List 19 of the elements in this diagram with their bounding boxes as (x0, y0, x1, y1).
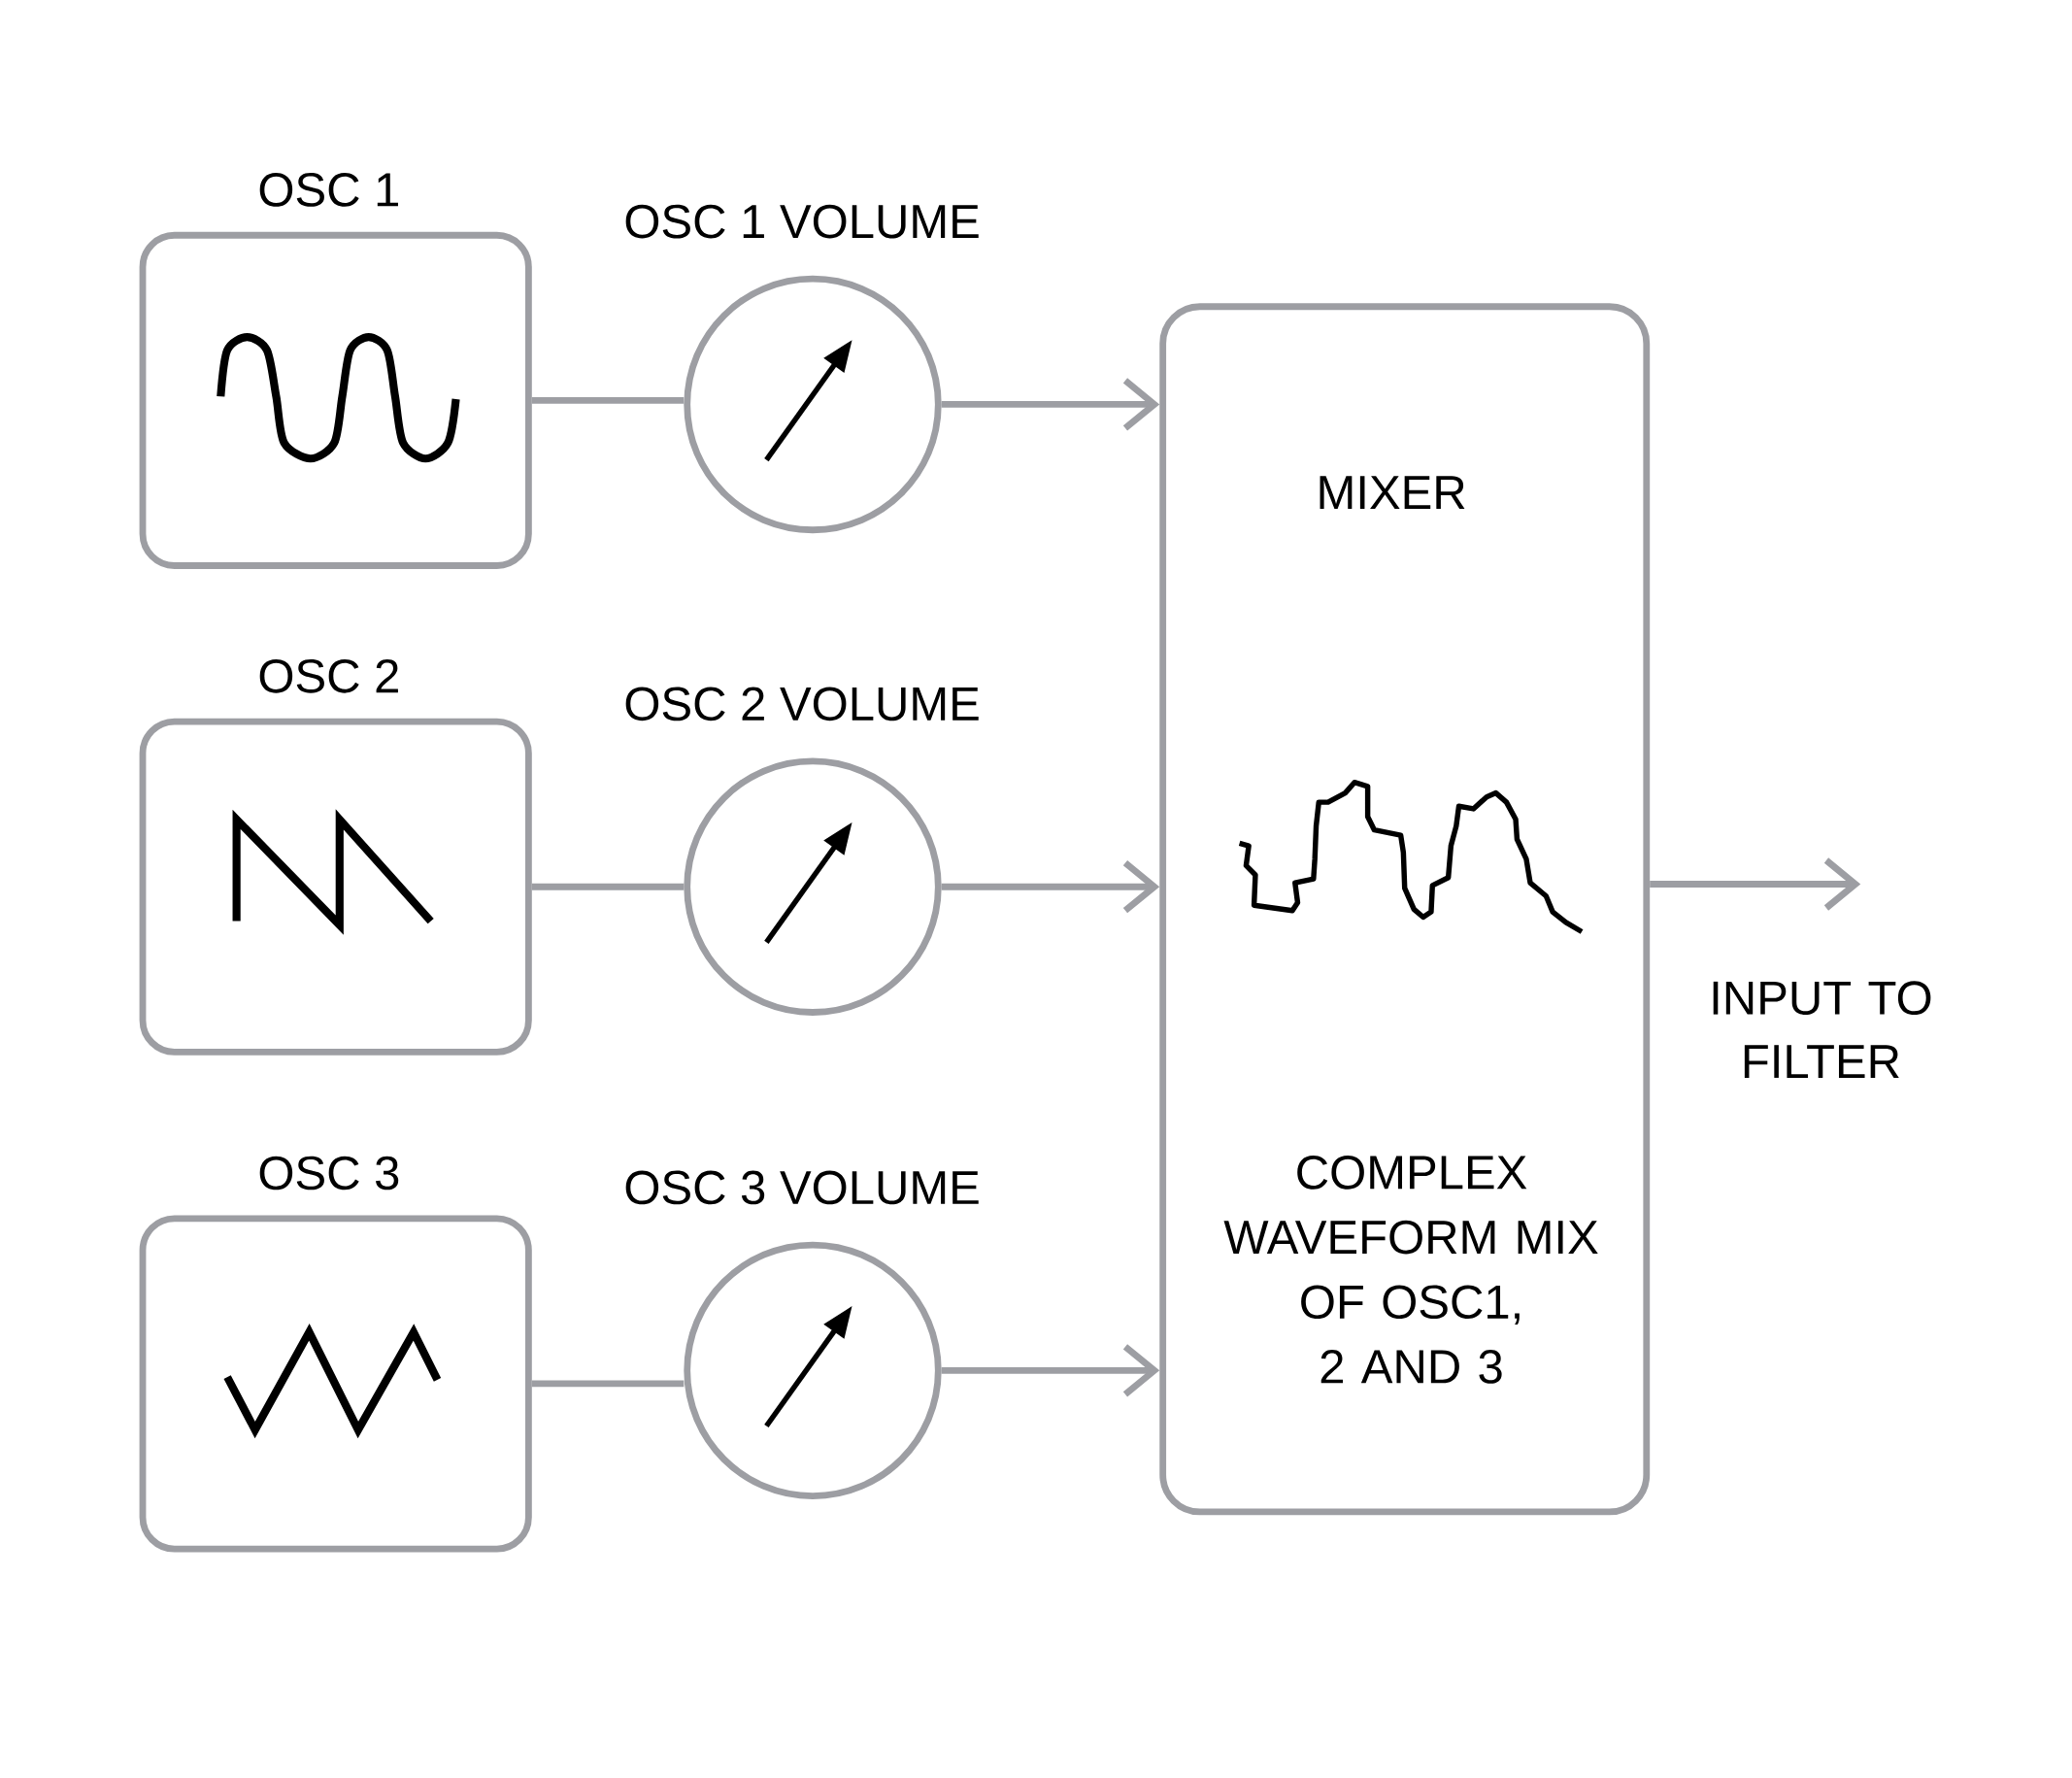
volume-knob (684, 276, 942, 534)
connector-arrow (941, 1344, 1160, 1397)
mixer-description: COMPLEX WAVEFORM MIX OF OSC1, 2 AND 3 (1223, 1156, 1598, 1385)
box-heading: OSC 1 (259, 173, 398, 208)
connector-arrow (941, 378, 1160, 431)
knob-label: OSC 3 VOLUME (625, 1170, 979, 1205)
knob-label: OSC 2 VOLUME (625, 687, 979, 721)
connector-arrow (941, 860, 1160, 914)
box-heading: OSC 3 (259, 1156, 399, 1191)
box-heading: OSC 2 (259, 659, 398, 693)
output-label: INPUT TO FILTER (1713, 981, 1931, 1079)
knob-label: OSC 1 VOLUME (625, 205, 979, 239)
oscillator-box (139, 1215, 532, 1553)
mixer-box (1159, 303, 1651, 1516)
mixer-title: MIXER (1320, 476, 1465, 510)
oscillator-box (139, 718, 532, 1056)
oscillator-box (139, 232, 532, 570)
volume-knob (684, 757, 942, 1017)
volume-knob (684, 1241, 942, 1500)
